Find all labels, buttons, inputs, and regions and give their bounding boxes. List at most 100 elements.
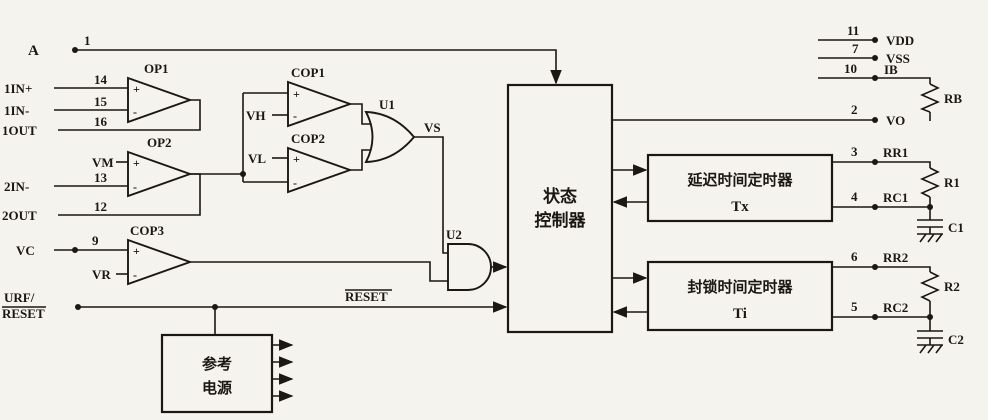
pin-ib-label: IB	[884, 62, 898, 77]
cop1-comparator	[287, 80, 353, 128]
c1-label: C1	[948, 220, 964, 235]
resistor-r2	[920, 271, 940, 302]
pin-vss-number: 7	[852, 41, 859, 56]
vm-label: VM	[92, 155, 114, 170]
pin-rc2-label: RC2	[883, 300, 908, 315]
pin-dot-rr1	[872, 159, 878, 165]
vl-label: VL	[248, 151, 266, 166]
pin-vc-number: 9	[92, 233, 99, 248]
pin-dot-vo	[872, 117, 878, 123]
op2-label: OP2	[147, 135, 172, 150]
pin-1in-minus-label: 1IN-	[4, 103, 29, 118]
pin-ib-number: 10	[844, 61, 857, 76]
labels: A 1 1IN+ 14 1IN- 15 1OUT 16 2IN- 13 2OUT…	[2, 23, 964, 397]
pin-a-label: A	[28, 43, 39, 59]
pin-1in-plus-number: 14	[94, 72, 108, 87]
op1-amp	[127, 76, 193, 124]
cop2-minus-mark: -	[293, 176, 297, 190]
delay-timer-block	[646, 153, 834, 223]
pin-rc2-number: 5	[851, 299, 858, 314]
reference-power-block	[160, 333, 274, 414]
junction-signal	[240, 171, 246, 177]
pin-dot-vc	[72, 247, 78, 253]
capacitor-c2	[917, 330, 943, 339]
wire-cop1-to-u1	[350, 103, 375, 125]
junction-reset-ref	[212, 304, 218, 310]
u1-label: U1	[379, 97, 395, 112]
rb-label: RB	[944, 91, 962, 106]
junction-r2c2	[927, 314, 933, 320]
cop3-plus-mark: +	[133, 244, 140, 258]
op2-plus-mark: +	[133, 156, 140, 170]
pin-vc-label: VC	[16, 243, 35, 258]
pin-rr2-number: 6	[851, 249, 858, 264]
r2-label: R2	[944, 279, 960, 294]
c2-label: C2	[948, 332, 964, 347]
amplifiers	[127, 76, 353, 286]
reference-power-title-2: 电源	[202, 379, 232, 397]
pin-vdd-label: VDD	[886, 33, 914, 48]
state-controller-title-1: 状态	[543, 186, 577, 206]
vr-label: VR	[92, 267, 111, 282]
pin-1out-number: 16	[94, 114, 108, 129]
pin-vdd-number: 11	[847, 23, 859, 38]
pin-vo-number: 2	[851, 102, 858, 117]
pin-dot-rc1	[872, 204, 878, 210]
pin-1in-plus-label: 1IN+	[4, 81, 32, 96]
pin-2in-minus-number: 13	[94, 170, 108, 185]
pin-2out-label: 2OUT	[2, 208, 37, 223]
capacitor-c1	[917, 219, 943, 228]
op2-minus-mark: -	[133, 180, 137, 194]
wire-rr2	[832, 266, 931, 272]
pin-dot-rc2	[872, 314, 878, 320]
u2-and-gate	[447, 243, 492, 291]
cop1-plus-mark: +	[293, 87, 300, 101]
pin-2out-number: 12	[94, 199, 107, 214]
op1-plus-mark: +	[133, 82, 140, 96]
delay-timer-title: 延迟时间定时器	[686, 171, 793, 189]
pin-rr1-number: 3	[851, 144, 858, 159]
pin-dot-vss	[872, 55, 878, 61]
pin-dot-vdd	[872, 37, 878, 43]
c2-ground-icon	[917, 344, 943, 354]
op1-label: OP1	[144, 61, 169, 76]
delay-timer-symbol: Tx	[731, 199, 749, 215]
op1-minus-mark: -	[133, 105, 137, 119]
resistor-rb	[919, 83, 940, 113]
cop3-comparator	[127, 238, 193, 286]
lockout-timer-symbol: Ti	[733, 306, 747, 322]
function-blocks	[160, 83, 834, 414]
c1-ground-icon	[917, 233, 943, 243]
pin-reset-label: RESET	[2, 306, 45, 321]
wire-ib	[818, 77, 931, 84]
cop2-label: COP2	[291, 131, 325, 146]
wire-a-input	[75, 49, 562, 85]
vh-label: VH	[246, 108, 266, 123]
pin-rc1-number: 4	[851, 189, 858, 204]
r1-label: R1	[944, 175, 960, 190]
state-controller-block	[506, 83, 614, 334]
u2-label: U2	[446, 227, 462, 242]
pin-rr2-label: RR2	[883, 250, 908, 265]
state-controller-title-2: 控制器	[535, 210, 587, 230]
cop3-label: COP3	[130, 223, 164, 238]
cop1-label: COP1	[291, 65, 325, 80]
logic-gates	[364, 110, 492, 291]
pin-1in-minus-number: 15	[94, 94, 108, 109]
wire-cop3-to-u2	[190, 261, 448, 282]
pin-dot-ib	[872, 75, 878, 81]
resistor-r1	[920, 167, 940, 198]
pin-rc1-label: RC1	[883, 190, 908, 205]
reference-power-title-1: 参考	[202, 355, 232, 373]
wires	[54, 39, 931, 402]
cop2-comparator	[287, 146, 353, 194]
pin-dot-a	[72, 47, 78, 53]
pin-1out-label: 1OUT	[2, 123, 37, 138]
junction-dots	[72, 37, 933, 320]
vs-label: VS	[424, 120, 441, 135]
u1-or-gate	[364, 110, 416, 164]
pin-a-number: 1	[84, 33, 91, 48]
wire-1out	[58, 99, 201, 131]
